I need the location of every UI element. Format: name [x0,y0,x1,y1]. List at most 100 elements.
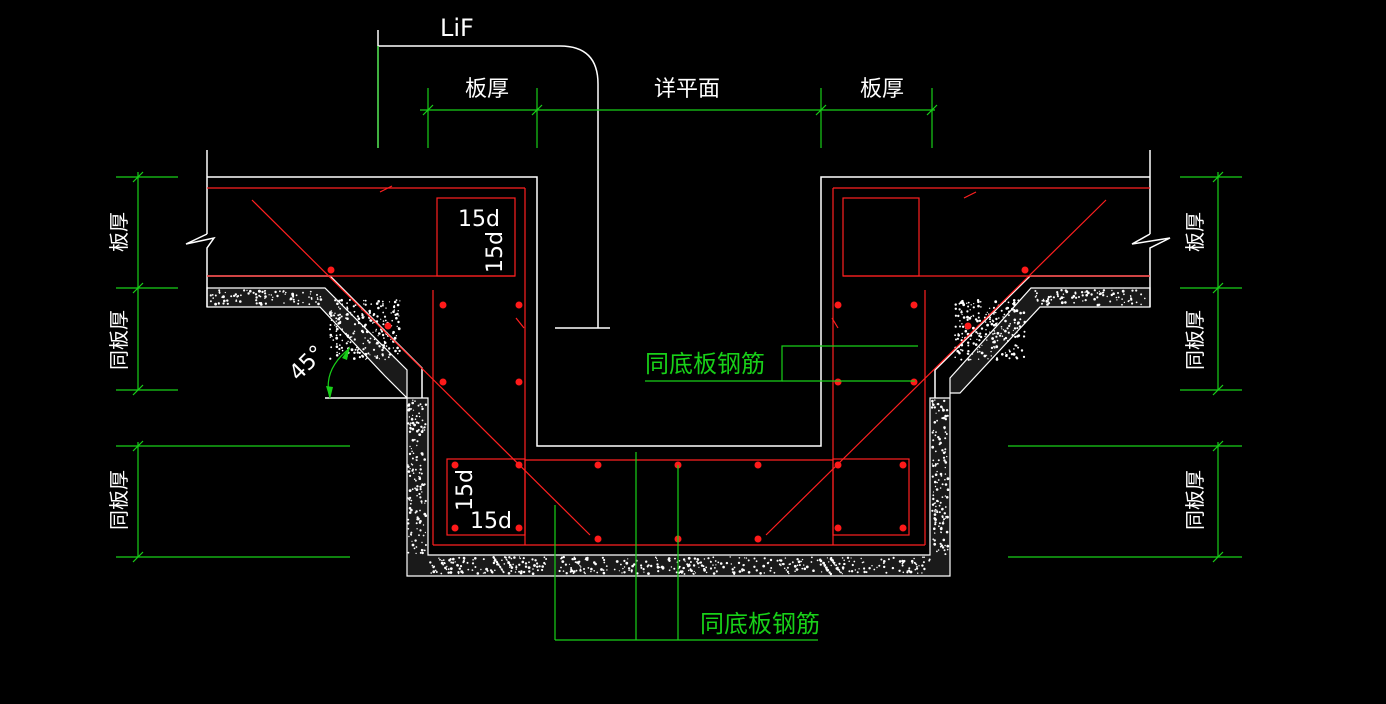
concrete-speck [968,316,972,320]
concrete-speck [503,563,506,565]
concrete-speck [416,429,419,433]
concrete-speck [800,560,802,563]
concrete-speck [860,557,862,560]
concrete-speck [268,294,270,296]
concrete-speck [363,303,365,305]
concrete-speck [346,306,349,309]
concrete-speck [397,352,399,355]
concrete-speck [942,456,946,459]
concrete-speck [762,564,766,568]
concrete-speck [944,461,948,464]
concrete-speck [935,488,939,491]
concrete-speck [341,328,343,331]
concrete-speck [340,346,343,349]
concrete-speck [330,346,332,349]
concrete-speck [1090,293,1093,296]
concrete-speck [412,468,414,471]
concrete-speck [880,558,883,561]
concrete-speck [892,556,895,560]
concrete-speck [418,492,421,496]
concrete-speck [600,568,603,571]
concrete-speck [938,525,940,528]
concrete-speck [819,559,823,563]
concrete-speck [944,437,947,440]
lap-length-label-1: 15d [458,207,500,232]
concrete-speck [898,569,901,572]
concrete-speck [1016,322,1019,325]
concrete-speck [494,569,496,572]
concrete-speck [934,485,937,488]
concrete-speck [351,336,353,338]
concrete-speck [910,559,914,563]
concrete-speck [769,558,773,562]
concrete-speck [434,569,437,572]
concrete-speck [274,290,277,294]
concrete-speck [945,515,947,518]
concrete-speck [915,563,918,566]
concrete-speck [994,347,996,349]
concrete-speck [693,557,697,560]
concrete-speck [258,302,261,305]
concrete-speck [625,561,629,565]
concrete-speck [424,423,427,426]
concrete-speck [302,301,304,304]
concrete-speck [341,349,344,352]
concrete-speck [957,333,960,335]
concrete-speck [1009,323,1011,325]
concrete-speck [424,514,428,517]
concrete-speck [693,570,695,573]
concrete-speck [1004,319,1007,323]
concrete-speck [515,568,517,570]
concrete-speck [444,566,447,570]
concrete-speck [577,562,580,565]
concrete-speck [633,563,636,566]
concrete-speck [946,455,948,458]
concrete-speck [1015,356,1018,359]
concrete-speck [1064,301,1067,304]
concrete-speck [944,473,947,475]
concrete-speck [395,316,398,320]
concrete-speck [1011,307,1014,311]
concrete-speck [969,358,972,361]
concrete-speck [936,510,939,514]
concrete-speck [785,569,788,571]
concrete-speck [334,324,336,326]
concrete-speck [430,572,433,574]
concrete-speck [1014,335,1017,339]
concrete-speck [636,572,639,575]
concrete-speck [623,559,626,563]
concrete-speck [631,564,634,568]
concrete-speck [1016,331,1018,334]
angle-label: 45° [285,341,330,386]
concrete-speck [335,334,338,337]
concrete-speck [372,322,374,324]
concrete-speck [357,321,361,325]
concrete-speck [932,403,935,407]
slab-thickness-label-left: 板厚 [107,212,131,252]
concrete-speck [411,540,413,542]
concrete-speck [409,427,412,430]
concrete-speck [1075,296,1078,299]
concrete-speck [394,349,397,353]
concrete-speck [214,302,218,306]
concrete-speck [518,570,521,573]
concrete-speck [411,543,415,547]
concrete-speck [972,326,975,330]
concrete-speck [993,345,995,348]
concrete-speck [627,558,629,560]
concrete-speck [937,459,940,462]
concrete-speck [429,561,432,564]
concrete-speck [966,302,968,304]
concrete-speck [319,295,322,298]
concrete-speck [408,506,412,510]
concrete-speck [983,354,987,358]
concrete-speck [696,560,698,563]
concrete-speck [853,560,856,563]
concrete-speck [990,355,992,357]
concrete-speck [407,403,411,406]
concrete-speck [1007,340,1009,342]
concrete-speck [573,556,576,559]
concrete-speck [230,295,233,298]
concrete-speck [960,358,963,361]
concrete-speck [873,568,876,571]
